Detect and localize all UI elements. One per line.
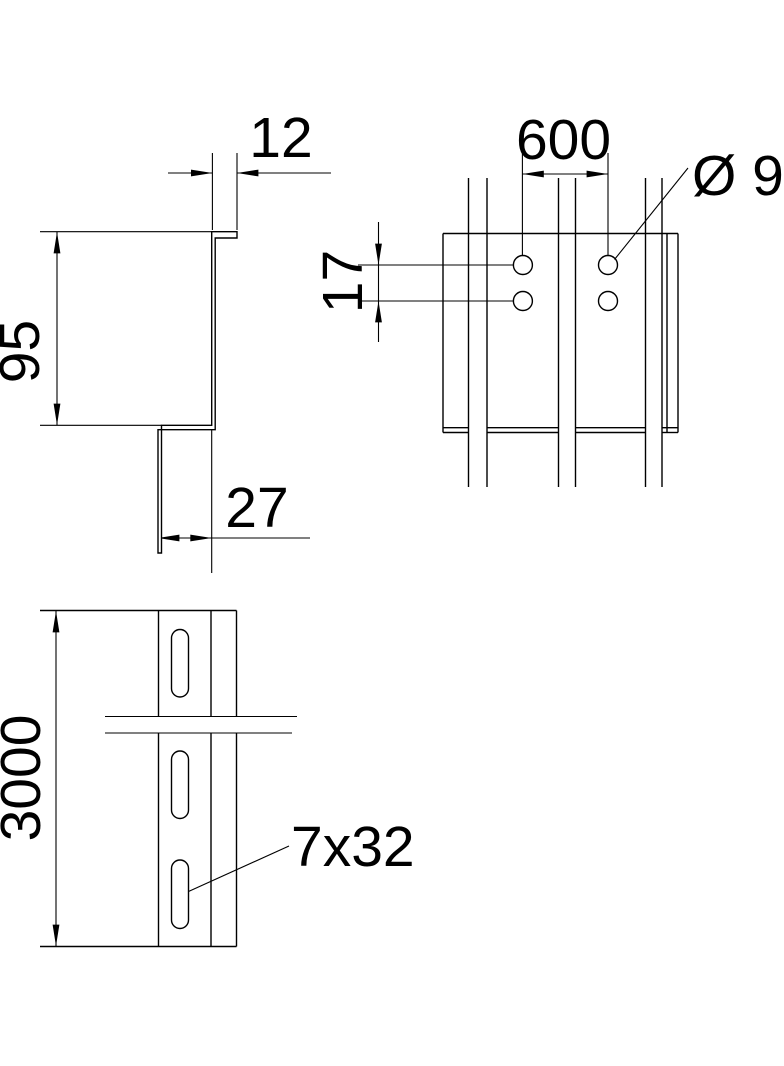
slot-hole <box>170 859 190 930</box>
leader-slot-size <box>188 845 290 893</box>
slot-hole <box>170 628 190 698</box>
leader-hole-diameter <box>614 167 689 260</box>
arrowhead <box>586 170 608 178</box>
view-profile-cross-section: 12 95 27 <box>0 106 331 573</box>
dim-label-hole-diameter: Ø 9 <box>692 144 784 208</box>
arrowhead <box>53 232 61 254</box>
arrowhead <box>375 301 382 323</box>
mounting-hole <box>597 290 619 312</box>
view-rail-length: 3000 7x32 <box>0 609 415 948</box>
arrowhead <box>53 403 61 425</box>
arrowhead <box>191 169 213 177</box>
profile-outline <box>157 231 238 554</box>
dim-label-flange-width: 12 <box>249 106 312 170</box>
arrowhead <box>52 611 60 633</box>
arrowhead <box>237 169 259 177</box>
arrowhead <box>190 534 212 542</box>
dim-label-hole-spacing: 600 <box>516 108 611 172</box>
arrowhead <box>52 924 60 946</box>
arrowhead <box>375 243 382 265</box>
arrowhead <box>158 534 180 542</box>
mounting-hole <box>512 290 534 312</box>
slot-hole <box>170 750 190 820</box>
dim-label-base-width: 27 <box>225 476 288 540</box>
dim-label-hole-row-offset: 17 <box>311 250 375 313</box>
mounting-hole <box>597 254 619 276</box>
mounting-hole <box>512 254 534 276</box>
view-front-mounting: 600 17 Ø 9 <box>311 108 784 487</box>
dim-label-length: 3000 <box>0 715 53 842</box>
dim-label-slot-size: 7x32 <box>291 815 415 879</box>
arrowhead <box>522 170 544 178</box>
dim-label-height: 95 <box>0 320 52 383</box>
